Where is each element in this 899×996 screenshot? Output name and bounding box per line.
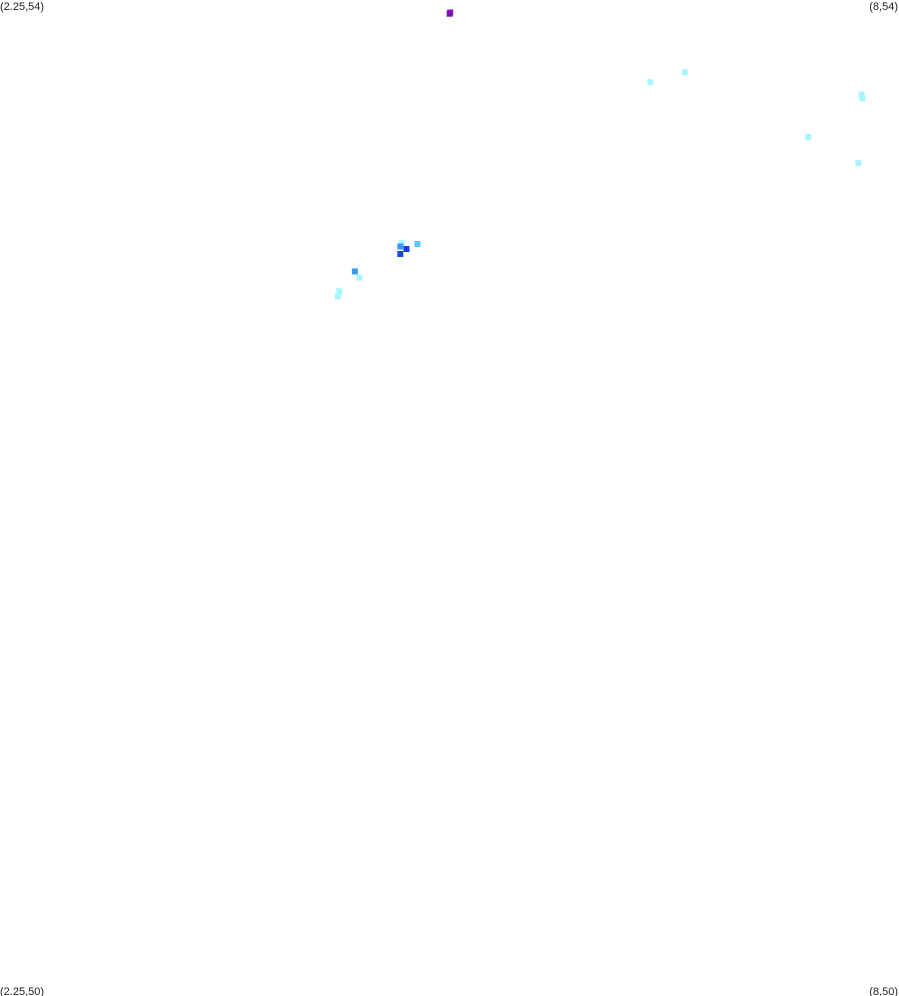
corner-label-top-right: (8,54) bbox=[869, 1, 898, 13]
data-point-10 bbox=[397, 243, 404, 250]
data-point-12 bbox=[397, 251, 404, 257]
data-point-6 bbox=[805, 133, 812, 140]
data-point-9 bbox=[398, 239, 405, 246]
points-layer bbox=[334, 9, 866, 300]
data-point-2 bbox=[681, 69, 688, 76]
data-point-1 bbox=[446, 10, 453, 17]
data-point-15 bbox=[336, 288, 343, 295]
data-point-16 bbox=[334, 293, 341, 300]
data-point-7 bbox=[855, 160, 862, 167]
corner-label-bottom-left: (2.25,50) bbox=[0, 986, 44, 996]
data-point-5 bbox=[859, 95, 866, 102]
data-point-3 bbox=[647, 79, 654, 86]
corner-label-top-left: (2.25,54) bbox=[0, 1, 44, 13]
data-point-14 bbox=[356, 274, 363, 281]
data-point-4 bbox=[858, 91, 865, 98]
data-point-13 bbox=[351, 268, 358, 275]
data-point-8 bbox=[414, 241, 421, 247]
corner-label-bottom-right: (8,50) bbox=[869, 986, 898, 996]
data-point-11 bbox=[403, 246, 410, 252]
